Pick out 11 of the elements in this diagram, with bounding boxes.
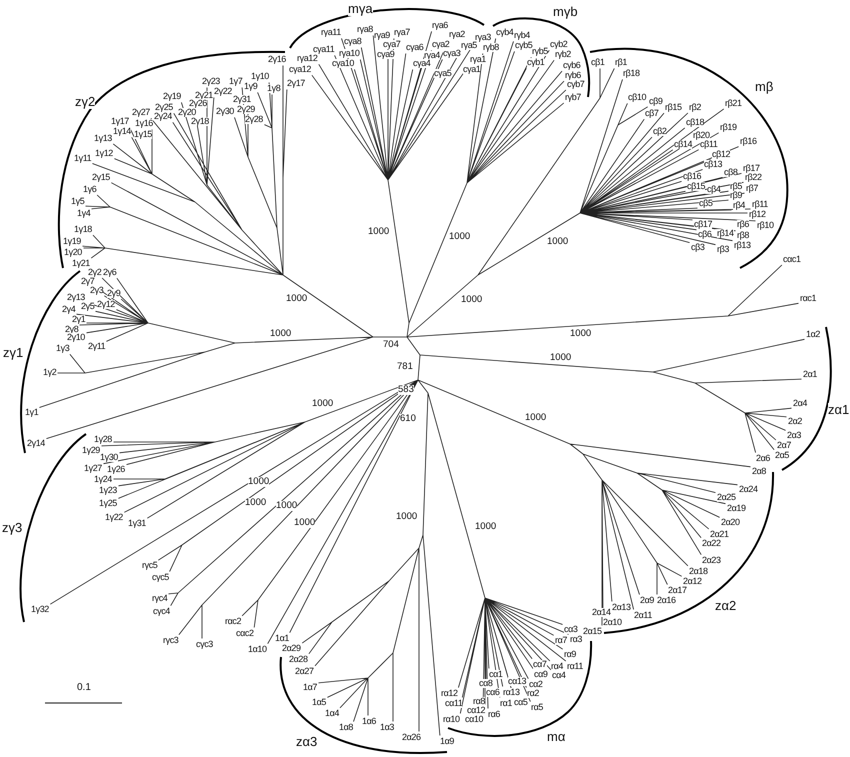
- clade-label: zγ3: [2, 521, 22, 535]
- taxon-label: rγa6: [432, 20, 448, 30]
- taxon-label: rγa8: [357, 24, 373, 34]
- taxon-label: 1α9: [440, 736, 454, 746]
- taxon-label: 1α2: [806, 330, 820, 338]
- clade-label: mγb: [553, 5, 578, 19]
- taxon-label: 2α1: [803, 370, 818, 378]
- clade-label: zγ1: [3, 346, 24, 360]
- clade-label: zα3: [296, 735, 318, 749]
- taxon-label: 1γ1: [25, 408, 38, 416]
- clade-label: zα1: [828, 403, 850, 417]
